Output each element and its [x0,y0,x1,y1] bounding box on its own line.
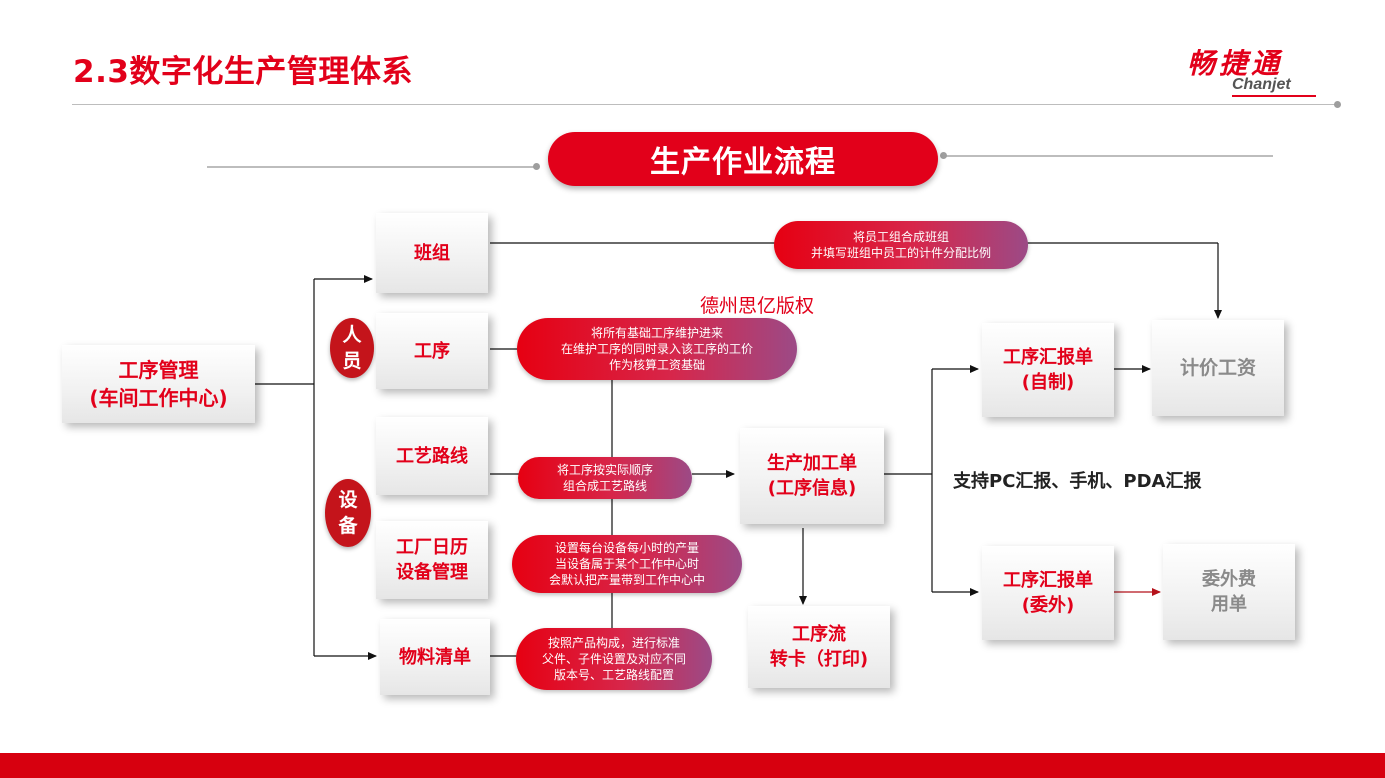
banner-rule-right [946,155,1273,157]
watermark-text: 德州思亿版权 [700,295,815,317]
node-banzu: 班组 [376,213,488,293]
node-shengchan-jiagongdan: 生产加工单 (工序信息) [740,428,884,524]
category-renyuan: 人 员 [330,318,374,378]
flow-banner: 生产作业流程 [548,132,938,186]
header-divider [72,104,1340,105]
node-gongxu: 工序 [376,313,488,389]
footer-bar [0,753,1385,778]
node-huibao-weiwai: 工序汇报单 (委外) [982,546,1114,640]
node-huibao-zizhi: 工序汇报单 (自制) [982,323,1114,417]
note-gongxu: 将所有基础工序维护进来 在维护工序的同时录入该工序的工价 作为核算工资基础 [517,318,797,380]
note-banzu: 将员工组合成班组 并填写班组中员工的计件分配比例 [774,221,1028,269]
banner-rule-dot-right [940,152,947,159]
logo-underline [1232,95,1316,97]
node-weiwai-feiyong: 委外费 用单 [1163,544,1295,640]
node-gongchang-rili: 工厂日历 设备管理 [376,521,488,599]
node-gongyi-luxian: 工艺路线 [376,417,488,495]
node-jijia-gongzi: 计价工资 [1152,320,1284,416]
divider-dot [1334,101,1341,108]
node-gongxu-liuzhuanka: 工序流 转卡（打印) [748,606,890,688]
support-text: 支持PC汇报、手机、PDA汇报 [953,471,1202,492]
page-title: 2.3数字化生产管理体系 [73,54,413,90]
node-gongxu-guanli: 工序管理 (车间工作中心) [62,345,255,423]
note-wuliao-qingdan: 按照产品构成，进行标准 父件、子件设置及对应不同 版本号、工艺路线配置 [516,628,712,690]
category-shebei: 设 备 [325,479,371,547]
brand-logo-en: Chanjet [1232,76,1291,93]
banner-rule-left [207,166,537,168]
note-gongchang-rili: 设置每台设备每小时的产量 当设备属于某个工作中心时 会默认把产量带到工作中心中 [512,535,742,593]
brand-logo: 畅捷通 [1187,47,1284,80]
banner-rule-dot-left [533,163,540,170]
note-gongyi-luxian: 将工序按实际顺序 组合成工艺路线 [518,457,692,499]
node-wuliao-qingdan: 物料清单 [380,619,490,695]
